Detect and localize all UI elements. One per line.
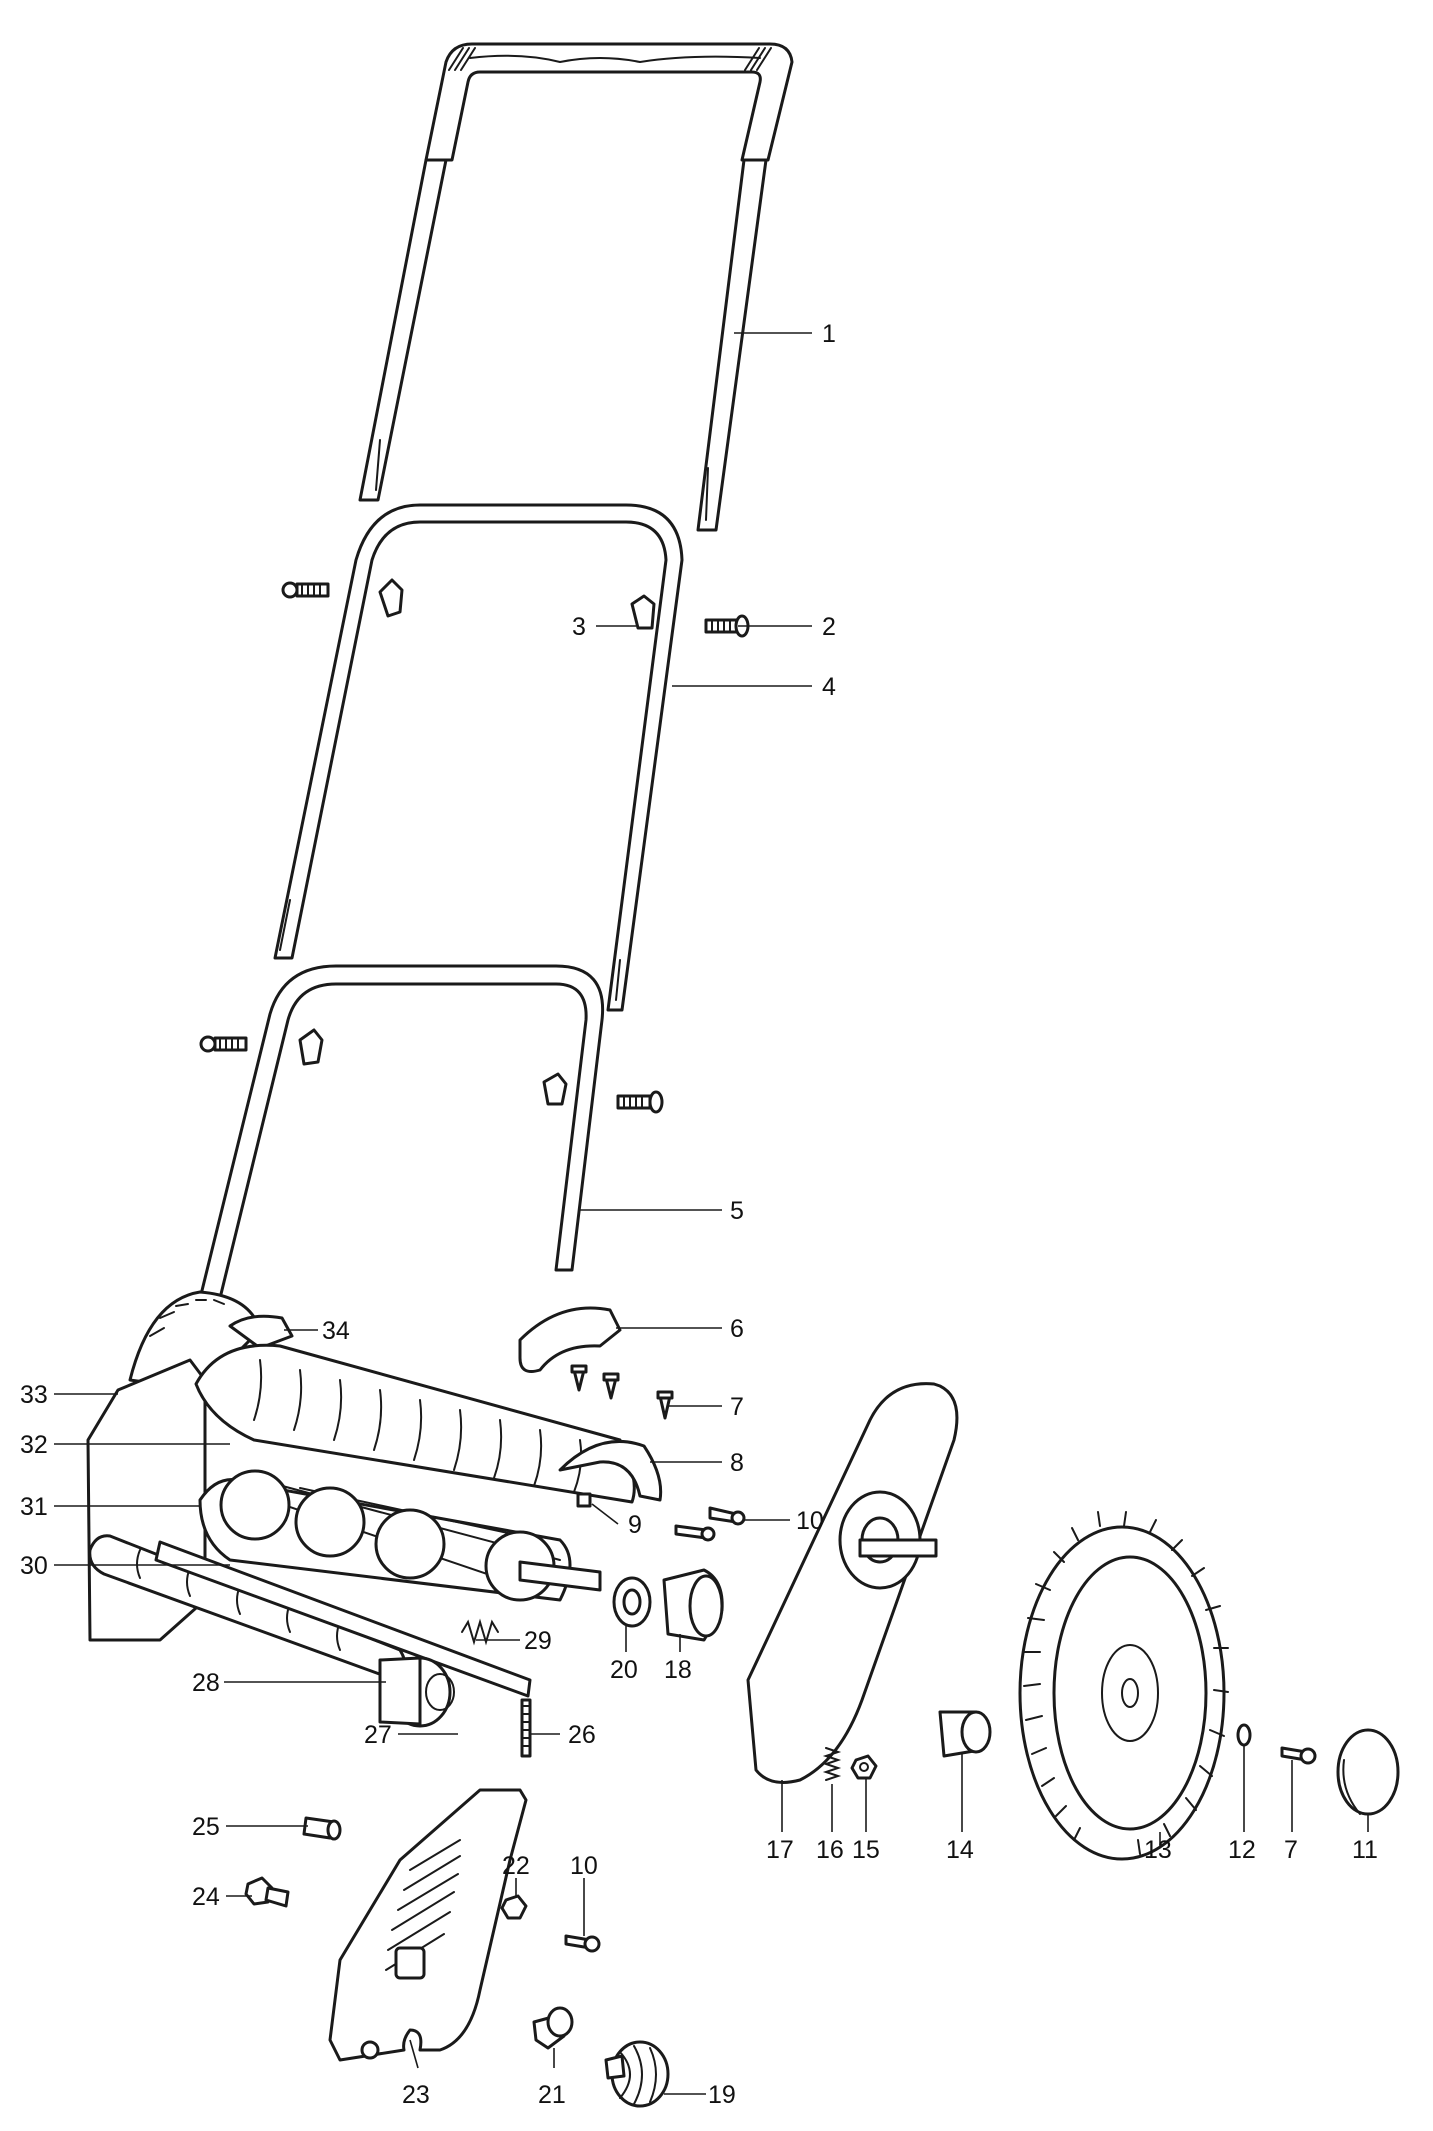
- side-cover-23: [328, 1788, 528, 2062]
- callout-27: 27: [364, 1721, 392, 1749]
- callout-10a: 10: [796, 1507, 824, 1535]
- callout-34: 34: [322, 1317, 350, 1345]
- callout-29: 29: [524, 1627, 552, 1655]
- screws-10: [674, 1506, 746, 1542]
- lower-handle: [178, 964, 605, 1382]
- callout-18: 18: [664, 1656, 692, 1684]
- screws-7: [570, 1364, 674, 1420]
- pinion-14: [938, 1710, 992, 1758]
- ring-20: [612, 1576, 652, 1628]
- reel-spider: [219, 1469, 556, 1602]
- spring-16: [822, 1747, 842, 1781]
- callout-10b: 10: [570, 1852, 598, 1880]
- callout-11: 11: [1352, 1836, 1378, 1864]
- callout-16: 16: [816, 1836, 844, 1864]
- callout-7a: 7: [730, 1393, 744, 1421]
- callout-28: 28: [192, 1669, 220, 1697]
- bolt-24: [244, 1876, 290, 1908]
- callout-14: 14: [946, 1836, 974, 1864]
- hubcap-11: [1336, 1728, 1400, 1816]
- square-9: [576, 1492, 592, 1508]
- screw-26: [520, 1698, 532, 1758]
- callout-32: 32: [20, 1431, 48, 1459]
- knob-19: [604, 2040, 670, 2108]
- wheel-13: [1018, 1511, 1229, 1861]
- callout-6: 6: [730, 1315, 744, 1343]
- callouts: 1 2 3 4 5 6 7 8 9 10 11 12 7 13 14 15 16…: [20, 320, 1378, 2109]
- nut-15: [850, 1754, 878, 1780]
- nut-22: [500, 1894, 528, 1920]
- callout-7b: 7: [1284, 1836, 1298, 1864]
- callout-26: 26: [568, 1721, 596, 1749]
- callout-13: 13: [1144, 1836, 1172, 1864]
- bolt-left-lower: [199, 1035, 248, 1053]
- pin-25: [302, 1816, 342, 1841]
- callout-31: 31: [20, 1493, 48, 1521]
- bolt-right-lower: [616, 1090, 664, 1114]
- callout-17: 17: [766, 1836, 794, 1864]
- callout-1: 1: [822, 320, 836, 348]
- callout-20: 20: [610, 1656, 638, 1684]
- callout-21: 21: [538, 2081, 566, 2109]
- bushing-18: [662, 1568, 724, 1642]
- callout-25: 25: [192, 1813, 220, 1841]
- knob-6: [518, 1306, 622, 1373]
- spring-29: [461, 1618, 499, 1646]
- callout-15: 15: [852, 1836, 880, 1864]
- callout-12: 12: [1228, 1836, 1256, 1864]
- callout-24: 24: [192, 1883, 220, 1911]
- callout-3: 3: [572, 613, 586, 641]
- mower-body: [86, 1290, 663, 1728]
- callout-22: 22: [502, 1852, 530, 1880]
- callout-33: 33: [20, 1381, 48, 1409]
- screw-7b: [1280, 1746, 1317, 1765]
- gear-cover-17: [746, 1382, 959, 1784]
- callout-2: 2: [822, 613, 836, 641]
- screw-10b: [564, 1934, 601, 1953]
- callout-9: 9: [628, 1511, 642, 1539]
- callout-8: 8: [730, 1449, 744, 1477]
- bushing-21: [532, 2006, 574, 2050]
- callout-30: 30: [20, 1552, 48, 1580]
- bolt-left-upper: [281, 581, 330, 599]
- middle-handle: [273, 503, 684, 1012]
- callout-23: 23: [402, 2081, 430, 2109]
- upper-handle: [358, 42, 794, 532]
- washer-12: [1236, 1723, 1252, 1747]
- callout-4: 4: [822, 673, 836, 701]
- callout-5: 5: [730, 1197, 744, 1225]
- leader-lines: [54, 332, 1369, 2095]
- callout-19: 19: [708, 2081, 736, 2109]
